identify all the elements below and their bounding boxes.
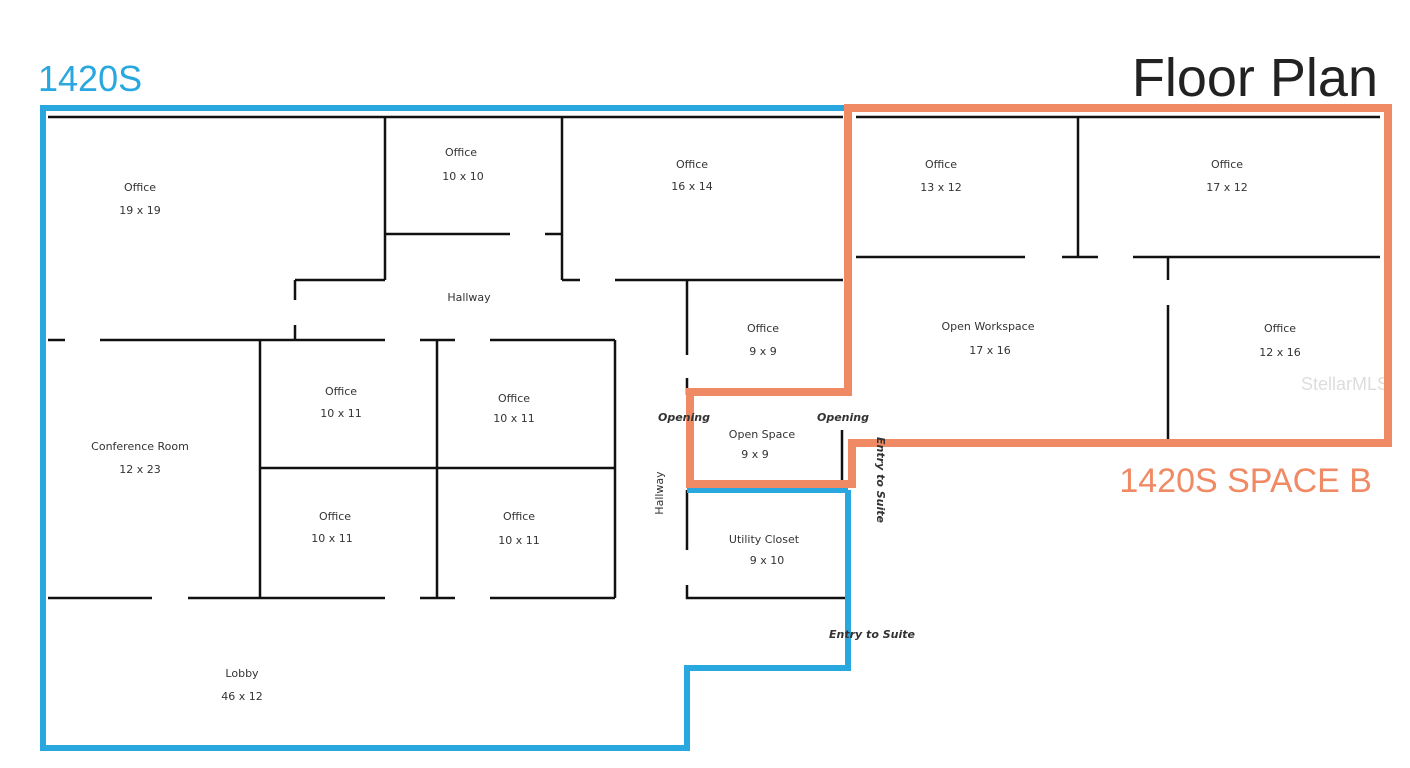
- svg-text:Office: Office: [503, 510, 535, 523]
- svg-text:10 x 11: 10 x 11: [311, 532, 353, 545]
- svg-text:Office: Office: [498, 392, 530, 405]
- svg-text:46 x 12: 46 x 12: [221, 690, 263, 703]
- room-labels: Office 19 x 19 Office 10 x 10 Office 16 x 1…: [91, 146, 1301, 703]
- svg-text:19 x 19: 19 x 19: [119, 204, 161, 217]
- room-lobby: Lobby 46 x 12: [221, 667, 263, 703]
- svg-text:Office: Office: [445, 146, 477, 159]
- floor-plan-title: Floor Plan: [1132, 48, 1378, 108]
- room-office-9x9: Office 9 x 9: [747, 322, 779, 358]
- room-office-16x14: Office 16 x 14: [671, 158, 713, 193]
- room-office-19x19: Office 19 x 19: [119, 181, 161, 217]
- svg-text:Office: Office: [1211, 158, 1243, 171]
- svg-text:Office: Office: [747, 322, 779, 335]
- svg-text:9 x 9: 9 x 9: [741, 448, 769, 461]
- room-utility-closet: Utility Closet 9 x 10: [729, 533, 800, 567]
- svg-text:12 x 16: 12 x 16: [1259, 346, 1301, 359]
- space-b-outline: [686, 104, 1392, 488]
- suite-outline: [40, 105, 851, 751]
- room-office-17x12: Office 17 x 12: [1206, 158, 1248, 194]
- suite-label: 1420S: [38, 58, 142, 99]
- svg-text:17 x 12: 17 x 12: [1206, 181, 1248, 194]
- hallway-side-label: Hallway: [653, 471, 666, 515]
- space-b-label: 1420S SPACE B: [1119, 462, 1372, 500]
- opening-left-label: Opening: [658, 411, 710, 424]
- svg-text:Conference Room: Conference Room: [91, 440, 189, 453]
- svg-text:Office: Office: [325, 385, 357, 398]
- svg-text:Open Workspace: Open Workspace: [941, 320, 1034, 333]
- svg-text:10 x 11: 10 x 11: [498, 534, 540, 547]
- watermark: StellarMLS: [1301, 374, 1389, 394]
- svg-text:10 x 10: 10 x 10: [442, 170, 484, 183]
- svg-text:13 x 12: 13 x 12: [920, 181, 962, 194]
- svg-text:10 x 11: 10 x 11: [493, 412, 535, 425]
- room-office-10x10: Office 10 x 10: [442, 146, 484, 183]
- svg-text:Office: Office: [319, 510, 351, 523]
- svg-text:Utility Closet: Utility Closet: [729, 533, 800, 546]
- svg-text:10 x 11: 10 x 11: [320, 407, 362, 420]
- svg-text:Open Space: Open Space: [729, 428, 796, 441]
- svg-text:Office: Office: [1264, 322, 1296, 335]
- room-office-d: Office 10 x 11: [498, 510, 540, 547]
- svg-text:9 x 10: 9 x 10: [750, 554, 785, 567]
- walls: [48, 115, 1380, 600]
- entry-side-label: Entry to Suite: [874, 437, 887, 523]
- room-office-13x12: Office 13 x 12: [920, 158, 962, 194]
- svg-text:Office: Office: [676, 158, 708, 171]
- svg-text:12 x 23: 12 x 23: [119, 463, 161, 476]
- svg-text:Office: Office: [124, 181, 156, 194]
- hallway-label: Hallway: [447, 291, 491, 304]
- room-office-12x16: Office 12 x 16: [1259, 322, 1301, 359]
- room-open-workspace: Open Workspace 17 x 16: [941, 320, 1034, 357]
- opening-right-label: Opening: [817, 411, 869, 424]
- svg-text:16 x 14: 16 x 14: [671, 180, 713, 193]
- svg-text:Lobby: Lobby: [225, 667, 259, 680]
- room-conference: Conference Room 12 x 23: [91, 440, 189, 476]
- room-office-a: Office 10 x 11: [320, 385, 362, 420]
- room-open-space: Open Space 9 x 9: [729, 428, 796, 461]
- svg-text:17 x 16: 17 x 16: [969, 344, 1011, 357]
- svg-text:Office: Office: [925, 158, 957, 171]
- entry-bottom-label: Entry to Suite: [829, 628, 915, 641]
- svg-text:9 x 9: 9 x 9: [749, 345, 777, 358]
- room-office-c: Office 10 x 11: [311, 510, 353, 545]
- room-office-b: Office 10 x 11: [493, 392, 535, 425]
